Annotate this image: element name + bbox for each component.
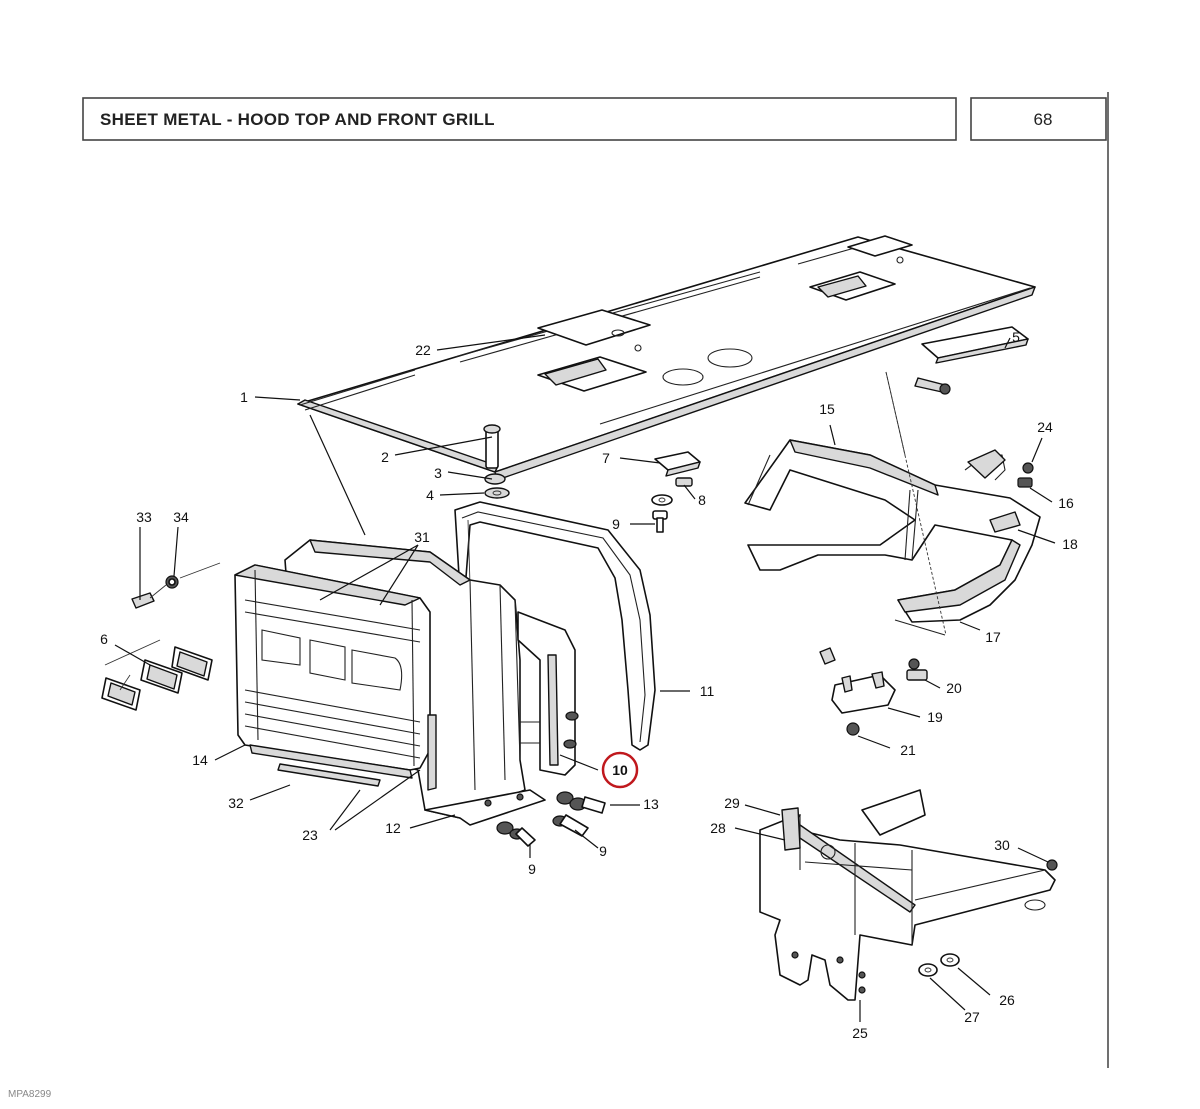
page-number-box <box>970 97 1107 141</box>
header: SHEET METAL - HOOD TOP AND FRONT GRILL 6… <box>82 92 1109 1068</box>
lower-hardware <box>496 791 606 847</box>
hood-bolt-group <box>483 424 510 499</box>
emblem-group <box>101 639 213 711</box>
callout-14: 14 <box>192 752 208 768</box>
callout-29: 29 <box>724 795 740 811</box>
bolt-33-34 <box>131 562 221 609</box>
callout-5: 5 <box>1012 329 1020 345</box>
callout-31: 31 <box>414 529 430 545</box>
callout-30: 30 <box>994 837 1010 853</box>
callout-21: 21 <box>900 742 916 758</box>
callout-22: 22 <box>415 342 431 358</box>
callout-26: 26 <box>999 992 1015 1008</box>
callout-33: 33 <box>136 509 152 525</box>
callout-labels: 1 2 3 4 5 6 7 8 9 9 9 10 11 12 13 14 15 … <box>100 329 1078 1041</box>
callout-9-upper: 9 <box>612 516 620 532</box>
callout-27: 27 <box>964 1009 980 1025</box>
callout-25: 25 <box>852 1025 868 1041</box>
callout-19: 19 <box>927 709 943 725</box>
callout-2: 2 <box>381 449 389 465</box>
page-title: SHEET METAL - HOOD TOP AND FRONT GRILL <box>100 110 495 129</box>
callout-10-highlight-ring <box>601 751 639 789</box>
bracket-19-group <box>819 647 928 736</box>
callout-6: 6 <box>100 631 108 647</box>
callout-24: 24 <box>1037 419 1053 435</box>
small-bolt-upper <box>914 377 951 395</box>
callout-1: 1 <box>240 389 248 405</box>
callout-11: 11 <box>700 683 715 699</box>
grill-housing <box>234 539 579 826</box>
lower-support-bracket <box>759 789 1058 1001</box>
grill-gasket-frame <box>454 501 656 751</box>
callout-9-lower-right: 9 <box>599 843 607 859</box>
hood-strip <box>921 326 1029 364</box>
callout-34: 34 <box>173 509 189 525</box>
callout-18: 18 <box>1062 536 1078 552</box>
callout-15: 15 <box>819 401 835 417</box>
page-number: 68 <box>1034 110 1053 129</box>
callout-23: 23 <box>302 827 318 843</box>
callout-16: 16 <box>1058 495 1074 511</box>
callout-20: 20 <box>946 680 962 696</box>
callout-8: 8 <box>698 492 706 508</box>
hood-top-panel <box>297 235 1036 481</box>
footer-code: MPA8299 <box>8 1089 52 1100</box>
title-box <box>82 97 957 141</box>
callout-12: 12 <box>385 820 401 836</box>
bracket-7-group <box>651 451 701 533</box>
callout-9-lower: 9 <box>528 861 536 877</box>
callout-3: 3 <box>434 465 442 481</box>
leader-lines <box>114 334 1056 1022</box>
callout-13: 13 <box>643 796 659 812</box>
callout-10: 10 <box>612 762 628 778</box>
front-grill-frame <box>744 439 1041 636</box>
callout-4: 4 <box>426 487 434 503</box>
callout-28: 28 <box>710 820 726 836</box>
callout-7: 7 <box>602 450 610 466</box>
callout-32: 32 <box>228 795 244 811</box>
callout-17: 17 <box>985 629 1001 645</box>
